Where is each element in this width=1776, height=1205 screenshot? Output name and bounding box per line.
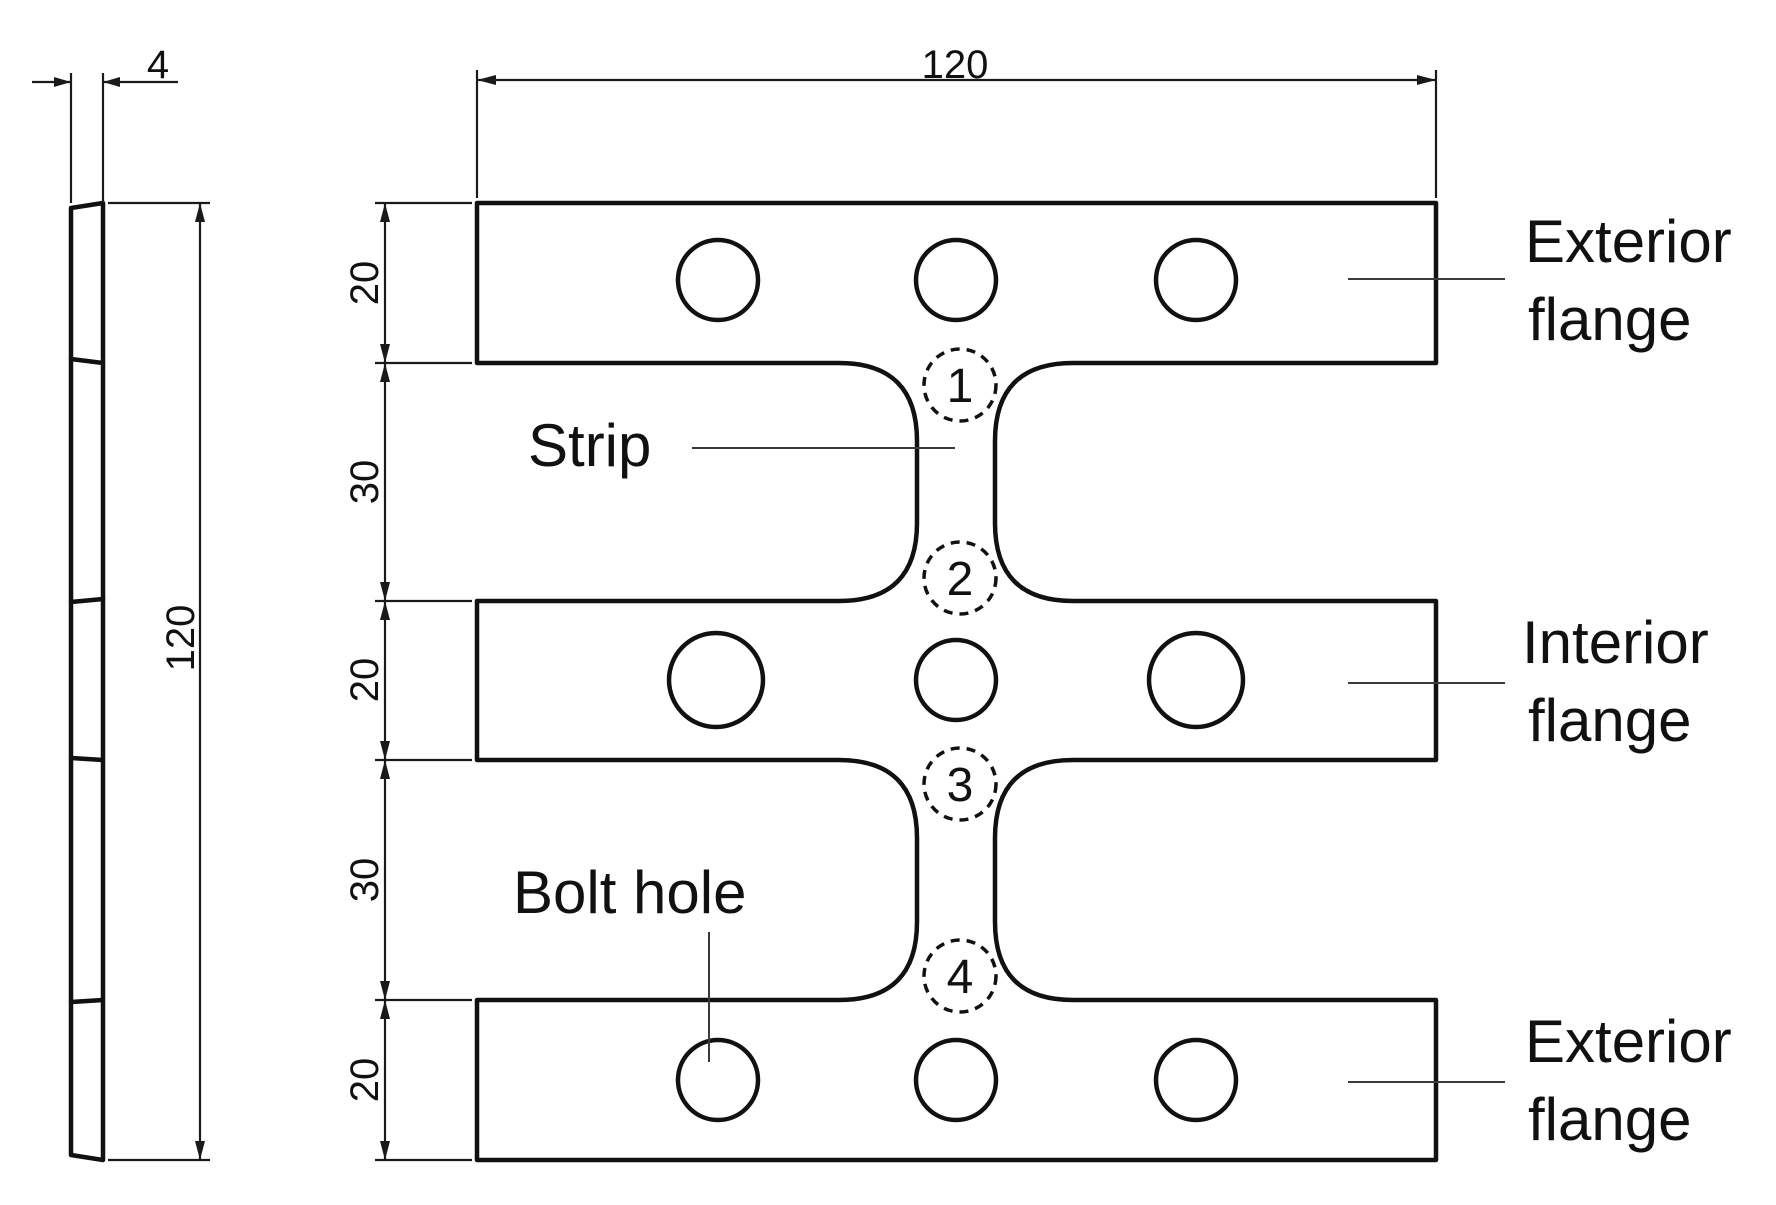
bolt-hole — [1146, 630, 1246, 730]
bolt-hole — [913, 637, 999, 723]
label-strip: Strip — [528, 412, 651, 479]
marker-1-label: 1 — [947, 360, 974, 413]
marker-4: 4 — [922, 938, 998, 1014]
dimension-flange-bottom: 20 — [343, 1058, 387, 1103]
side-height-dimension-value: 120 — [159, 605, 203, 672]
side-view-flange-line — [68, 356, 106, 366]
bolt-holes — [666, 237, 1246, 1123]
dimension-strip-upper: 30 — [343, 460, 387, 505]
bolt-hole — [675, 1037, 761, 1123]
label-interior-flange: Interior flange — [1522, 609, 1725, 754]
bolt-hole — [1153, 237, 1239, 323]
bolt-hole — [1153, 1037, 1239, 1123]
marker-2: 2 — [922, 540, 998, 616]
side-view-flange-line — [68, 997, 106, 1005]
height-dimension-chain: 20 30 20 30 20 — [343, 201, 472, 1162]
marker-2-label: 2 — [947, 553, 974, 606]
dimension-strip-lower: 30 — [343, 858, 387, 903]
side-view: 4 120 — [32, 43, 210, 1163]
specimen-outline — [474, 200, 1439, 1163]
label-exterior-flange-bottom: Exterior flange — [1525, 1008, 1748, 1153]
side-view-outline — [68, 200, 106, 1163]
front-view: 1 2 3 4 120 — [343, 43, 1748, 1163]
side-view-flange-line — [68, 755, 106, 763]
bolt-hole — [675, 237, 761, 323]
dimension-flange-top: 20 — [343, 261, 387, 306]
width-dimension-value: 120 — [922, 43, 989, 87]
marker-3: 3 — [922, 746, 998, 822]
marker-4-label: 4 — [947, 951, 974, 1004]
thickness-dimension: 4 — [32, 43, 178, 203]
side-height-dimension: 120 — [108, 201, 210, 1162]
marker-3-label: 3 — [947, 759, 974, 812]
dimension-flange-middle: 20 — [343, 658, 387, 703]
bolt-hole — [913, 1037, 999, 1123]
marker-1: 1 — [922, 347, 998, 423]
bolt-hole — [913, 237, 999, 323]
side-view-flange-line — [68, 596, 106, 605]
label-exterior-flange-top: Exterior flange — [1525, 208, 1748, 353]
label-bolt-hole: Bolt hole — [513, 859, 747, 926]
bolt-hole — [666, 630, 766, 730]
thickness-dimension-value: 4 — [147, 43, 169, 87]
width-dimension: 120 — [475, 43, 1438, 198]
